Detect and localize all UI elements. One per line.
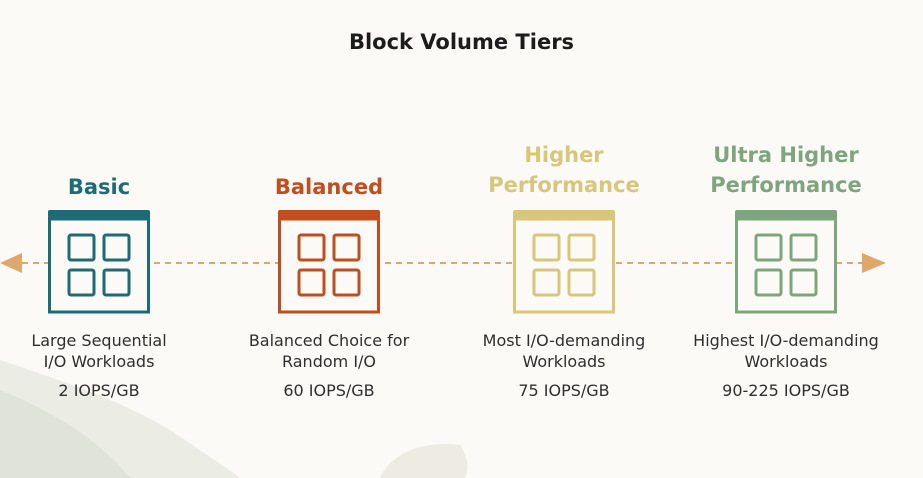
tier-name-text: Higher: [524, 143, 604, 167]
tier-name-text: Basic: [67, 175, 131, 199]
tier-description: Balanced Choice for Random I/O: [224, 330, 434, 372]
tier-description: Highest I/O-demanding Workloads: [681, 330, 891, 372]
block-volume-icon: [735, 210, 837, 314]
tier-name-text: Performance: [488, 173, 640, 197]
tier-name: Higher Performance: [488, 138, 640, 202]
tier-iops: 60 IOPS/GB: [283, 381, 375, 400]
page-title: Block Volume Tiers: [348, 30, 575, 54]
tier-name: Ultra Higher Performance: [710, 138, 862, 202]
tier-iops: 90-225 IOPS/GB: [722, 381, 850, 400]
desc-line: Workloads: [744, 352, 828, 371]
tier-iops: 75 IOPS/GB: [518, 381, 610, 400]
desc-line: Highest I/O-demanding: [693, 331, 879, 350]
tier-name-text: Balanced: [274, 175, 384, 199]
tier-higher-performance: Higher Performance Most I/O-demanding Wo…: [459, 138, 669, 408]
tier-name-text: Ultra Higher: [713, 143, 859, 167]
desc-line: I/O Workloads: [43, 352, 155, 371]
tier-name-text: Performance: [710, 173, 862, 197]
block-volume-icon: [48, 210, 150, 314]
arrow-left-head: [0, 253, 22, 273]
tier-name: Balanced: [275, 138, 383, 202]
tier-description: Large Sequential I/O Workloads: [0, 330, 204, 372]
desc-line: Workloads: [522, 352, 606, 371]
tier-balanced: Balanced Balanced Choice for Random I/O …: [224, 138, 434, 408]
tier-name: Basic: [68, 138, 130, 202]
desc-line: Balanced Choice for: [248, 331, 410, 350]
block-volume-icon: [278, 210, 380, 314]
tier-ultra-higher-performance: Ultra Higher Performance Highest I/O-dem…: [681, 138, 891, 408]
desc-line: Most I/O-demanding: [482, 331, 646, 350]
tier-iops: 2 IOPS/GB: [58, 381, 140, 400]
desc-line: Random I/O: [281, 352, 377, 371]
arrow-right-head: [862, 253, 886, 273]
tier-description: Most I/O-demanding Workloads: [459, 330, 669, 372]
desc-line: Large Sequential: [31, 331, 167, 350]
block-volume-icon: [513, 210, 615, 314]
tier-basic: Basic Large Sequential I/O Workloads 2 I…: [0, 138, 204, 408]
